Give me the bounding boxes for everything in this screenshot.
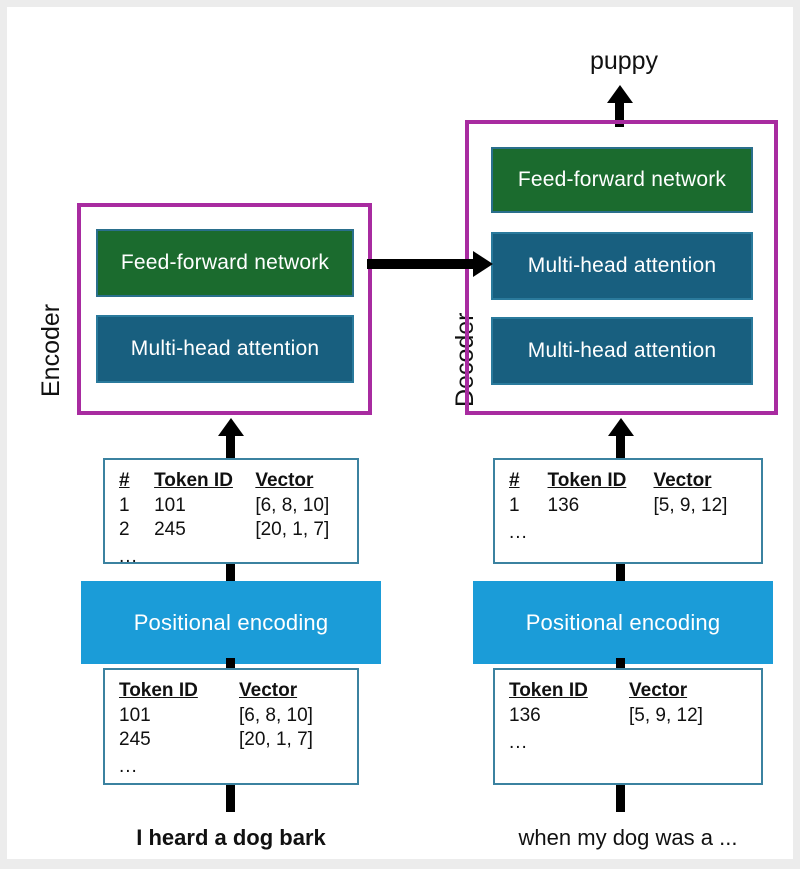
decoder-positional-encoding[interactable]: Positional encoding: [473, 581, 773, 664]
encoder-multi-head-attention[interactable]: Multi-head attention: [96, 315, 354, 383]
encoder-embedding-arrow-shaft: [226, 432, 235, 459]
decoder-posenc-to-embedding-connector: [616, 564, 625, 581]
header-vector: Vector: [629, 680, 688, 701]
cell-empty: [653, 518, 761, 545]
header-token-id: Token ID: [547, 470, 627, 491]
table-header-row: # Token ID Vector: [119, 470, 357, 494]
table-row-continuation: ...: [119, 752, 349, 779]
cell-vector: [20, 1, 7]: [255, 519, 330, 540]
cell-empty: [154, 542, 255, 569]
decoder-embedding-arrow-shaft: [616, 432, 625, 459]
encoder-posenc-to-embedding-connector: [226, 564, 235, 581]
encoder-positional-encoding[interactable]: Positional encoding: [81, 581, 381, 664]
header-vector: Vector: [653, 470, 712, 491]
table-row: 1 136 [5, 9, 12]: [509, 494, 761, 518]
table-header-row: Token ID Vector: [509, 680, 739, 704]
header-token-id: Token ID: [509, 680, 588, 701]
encoder-input-connector: [226, 785, 235, 812]
header-token-id: Token ID: [119, 680, 198, 701]
decoder-embedding-table: # Token ID Vector 1 136 [5, 9, 12] ...: [493, 458, 763, 564]
encoder-embedding-table: # Token ID Vector 1 101 [6, 8, 10] 2 245…: [103, 458, 359, 567]
table-row: 101 [6, 8, 10]: [119, 704, 349, 728]
cell-token-id: 101: [119, 705, 151, 726]
header-token-id: Token ID: [154, 470, 233, 491]
cell-token-id: 136: [509, 705, 541, 726]
encoder-token-table: Token ID Vector 101 [6, 8, 10] 245 [20, …: [103, 668, 359, 785]
encoder-input-text: I heard a dog bark: [136, 825, 326, 850]
cell-empty: [255, 542, 357, 569]
table-header-row: Token ID Vector: [119, 680, 349, 704]
header-vector: Vector: [239, 680, 298, 701]
encoder-feed-forward-network[interactable]: Feed-forward network: [96, 229, 354, 297]
decoder-embedding-arrow-head-icon: [608, 418, 634, 436]
cell-empty: [548, 518, 654, 545]
encoder-label: Encoder: [37, 303, 65, 397]
table-row: 1 101 [6, 8, 10]: [119, 494, 357, 518]
output-word: puppy: [589, 47, 659, 75]
output-arrow-head-icon: [607, 85, 633, 103]
decoder-input-text: when my dog was a ...: [518, 825, 738, 850]
decoder-feed-forward-network[interactable]: Feed-forward network: [491, 147, 753, 213]
table-row-continuation: ...: [509, 518, 761, 545]
cell-index: 1: [119, 495, 130, 516]
table-row: 245 [20, 1, 7]: [119, 728, 349, 752]
table-row-continuation: ...: [509, 728, 739, 755]
cell-continuation: ...: [509, 522, 528, 543]
table-row-continuation: ...: [119, 542, 357, 569]
cell-index: 1: [509, 495, 520, 516]
encoder-embedding-arrow-head-icon: [218, 418, 244, 436]
cell-token-id: 136: [547, 495, 580, 516]
table: # Token ID Vector 1 101 [6, 8, 10] 2 245…: [119, 470, 357, 569]
encoder-token-to-posenc-connector: [226, 658, 235, 672]
encoder-to-decoder-arrow-head-icon: [473, 251, 493, 277]
cell-token-id: 101: [154, 495, 186, 516]
cell-vector: [5, 9, 12]: [629, 705, 703, 726]
diagram-canvas: puppy Encoder Decoder Feed-forward netwo…: [7, 7, 793, 859]
header-vector: Vector: [255, 470, 314, 491]
table: Token ID Vector 136 [5, 9, 12] ...: [509, 680, 739, 755]
decoder-multi-head-attention-self[interactable]: Multi-head attention: [491, 317, 753, 385]
cell-vector: [5, 9, 12]: [653, 495, 728, 516]
table-header-row: # Token ID Vector: [509, 470, 761, 494]
cell-continuation: ...: [119, 756, 138, 777]
cell-empty: [239, 752, 349, 779]
header-index: #: [509, 470, 520, 491]
cell-vector: [6, 8, 10]: [255, 495, 330, 516]
header-index: #: [119, 470, 130, 491]
cell-token-id: 245: [119, 729, 151, 750]
decoder-multi-head-attention-cross[interactable]: Multi-head attention: [491, 232, 753, 300]
cell-vector: [20, 1, 7]: [239, 729, 313, 750]
output-arrow-shaft: [615, 99, 624, 127]
decoder-token-to-posenc-connector: [616, 658, 625, 672]
decoder-token-table: Token ID Vector 136 [5, 9, 12] ...: [493, 668, 763, 785]
table-row: 2 245 [20, 1, 7]: [119, 518, 357, 542]
cell-empty: [629, 728, 739, 755]
cell-token-id: 245: [154, 519, 186, 540]
encoder-to-decoder-arrow-shaft: [367, 259, 479, 269]
table: # Token ID Vector 1 136 [5, 9, 12] ...: [509, 470, 761, 545]
cell-continuation: ...: [509, 732, 528, 753]
decoder-input-connector: [616, 785, 625, 812]
cell-vector: [6, 8, 10]: [239, 705, 313, 726]
table-row: 136 [5, 9, 12]: [509, 704, 739, 728]
cell-continuation: ...: [119, 546, 138, 567]
cell-index: 2: [119, 519, 130, 540]
encoder-group: [77, 203, 372, 415]
table: Token ID Vector 101 [6, 8, 10] 245 [20, …: [119, 680, 349, 779]
